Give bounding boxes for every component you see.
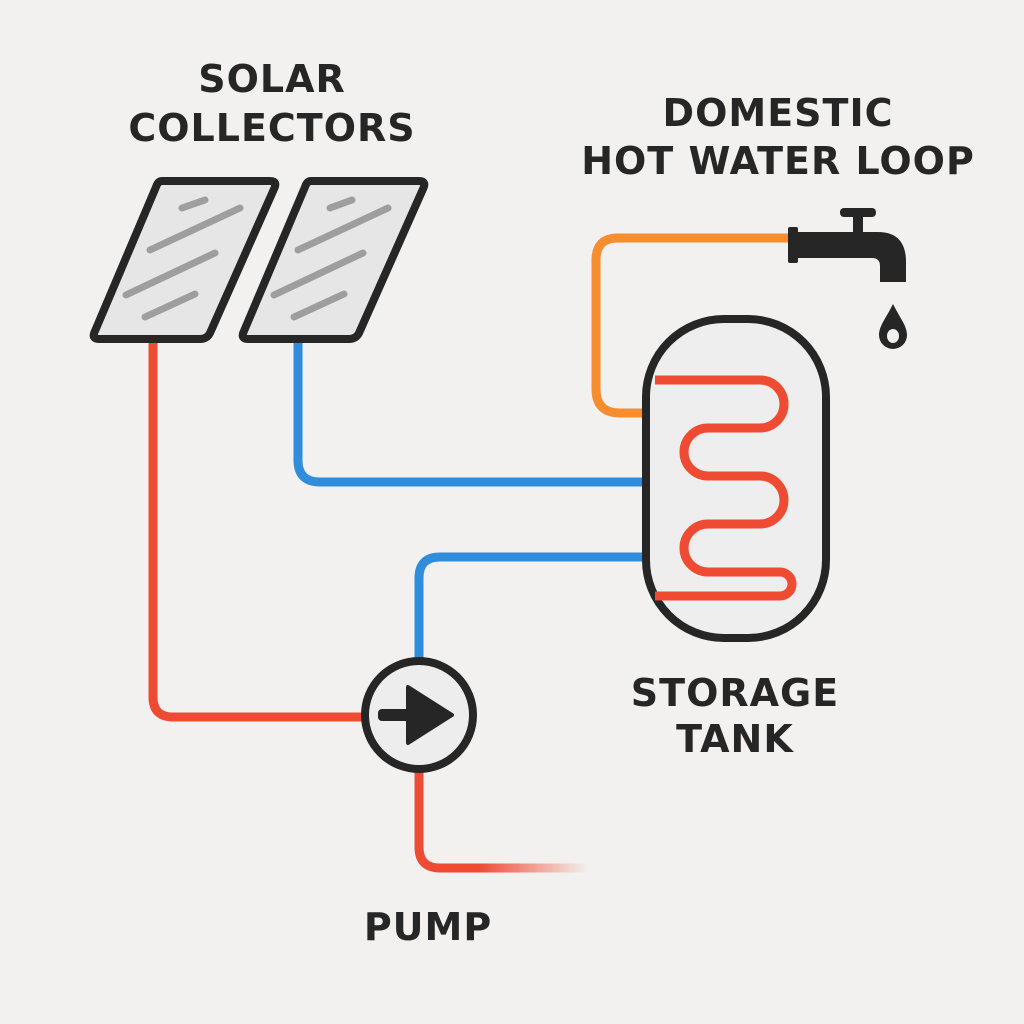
solar-panel-1-frame <box>89 177 280 343</box>
pump-label: PUMP <box>364 905 492 949</box>
solar-panel-1-glare <box>122 196 244 321</box>
solar-collector-1 <box>89 177 280 343</box>
storage-tank <box>642 315 830 642</box>
pump-arrow-icon <box>378 685 454 745</box>
storage-tank-label-line2: TANK <box>676 717 794 761</box>
domestic-hot-water-label-line2: HOT WATER LOOP <box>581 139 975 183</box>
faucet-icon <box>788 208 906 282</box>
solar-collectors-label-line2: COLLECTORS <box>128 106 415 150</box>
pump-outlet-hot-pipe-fade <box>478 863 588 873</box>
solar-collector-2 <box>238 177 429 343</box>
domestic-hot-water-label-line1: DOMESTIC <box>663 91 894 135</box>
tank-to-pump-cold-pipe <box>414 552 645 660</box>
solar-collectors-label-line1: SOLAR <box>198 57 346 101</box>
solar-panel-2-frame <box>238 177 429 343</box>
storage-tank-label-line1: STORAGE <box>631 671 839 715</box>
solar-panel-2-glare <box>270 196 392 321</box>
pump-outlet-hot-pipe-vertical <box>414 772 480 873</box>
water-drop-highlight <box>887 329 899 343</box>
water-drop-icon <box>879 304 907 349</box>
domestic-hot-water-pipe <box>591 233 790 418</box>
collector-to-pump-hot-pipe <box>148 340 362 722</box>
heat-exchanger-coil <box>655 375 797 601</box>
tank-to-collector-cold-pipe <box>293 340 645 487</box>
pump <box>361 657 477 773</box>
